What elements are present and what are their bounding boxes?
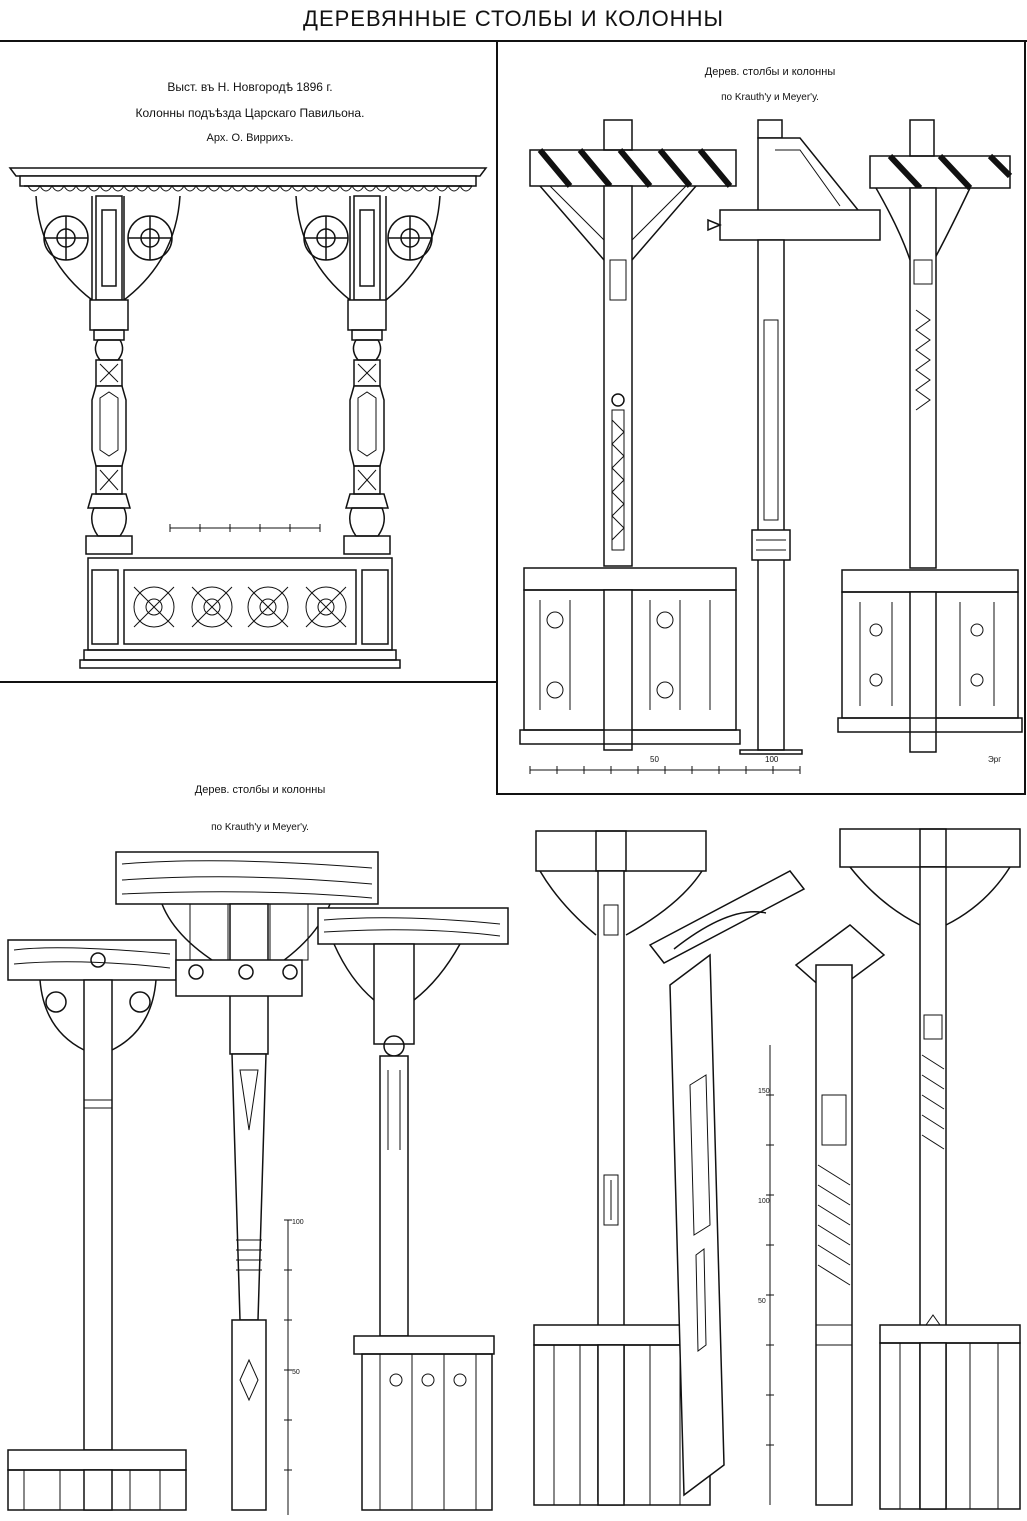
- plate1-bottom-border: [0, 681, 498, 683]
- header-rule: [0, 40, 1027, 42]
- plate4-scale-label-100: 100: [758, 1198, 770, 1205]
- plate2-scale-label-50: 50: [650, 755, 659, 764]
- plate4-scale-label-150: 150: [758, 1088, 770, 1095]
- plate2-left-border: [496, 682, 498, 794]
- plate3-scale-label-50: 50: [292, 1369, 300, 1376]
- plate4-posts-drawing: 150 100 50: [533, 828, 1021, 1510]
- plate2-caption-source: по Krauth'у и Meyer'у.: [721, 92, 819, 103]
- plate3-caption-source: по Krauth'у и Meyer'у.: [211, 822, 309, 833]
- plate1-portal-drawing: [8, 167, 488, 669]
- plate2-right-border: [1024, 42, 1026, 794]
- plate3-scale-label-100: 100: [292, 1219, 304, 1226]
- plate2-scale-label-100: 100: [765, 755, 779, 764]
- plate1-caption-columns: Колонны подъѣзда Царскаго Павильона.: [135, 106, 365, 120]
- plate2-signature: Эрг: [988, 755, 1001, 764]
- plate1-caption-architect: Арх. О. Виррихъ.: [206, 132, 294, 144]
- plate3-posts-drawing: 100 50: [7, 851, 509, 1515]
- plate2-bottom-border: [496, 793, 1026, 795]
- page-title: ДЕРЕВЯННЫЕ СТОЛБЫ И КОЛОННЫ: [303, 6, 724, 31]
- plate2-caption-title: Дерев. столбы и колонны: [704, 66, 836, 78]
- plate3-caption-title: Дерев. столбы и колонны: [194, 784, 326, 796]
- plate1-caption-exhibition: Выст. въ Н. Новгородѣ 1896 г.: [167, 80, 333, 94]
- plate1-right-border: [496, 42, 498, 682]
- plate4-scale-label-50: 50: [758, 1298, 766, 1305]
- plate2-posts-drawing: 50 100 Эрг: [519, 119, 1023, 774]
